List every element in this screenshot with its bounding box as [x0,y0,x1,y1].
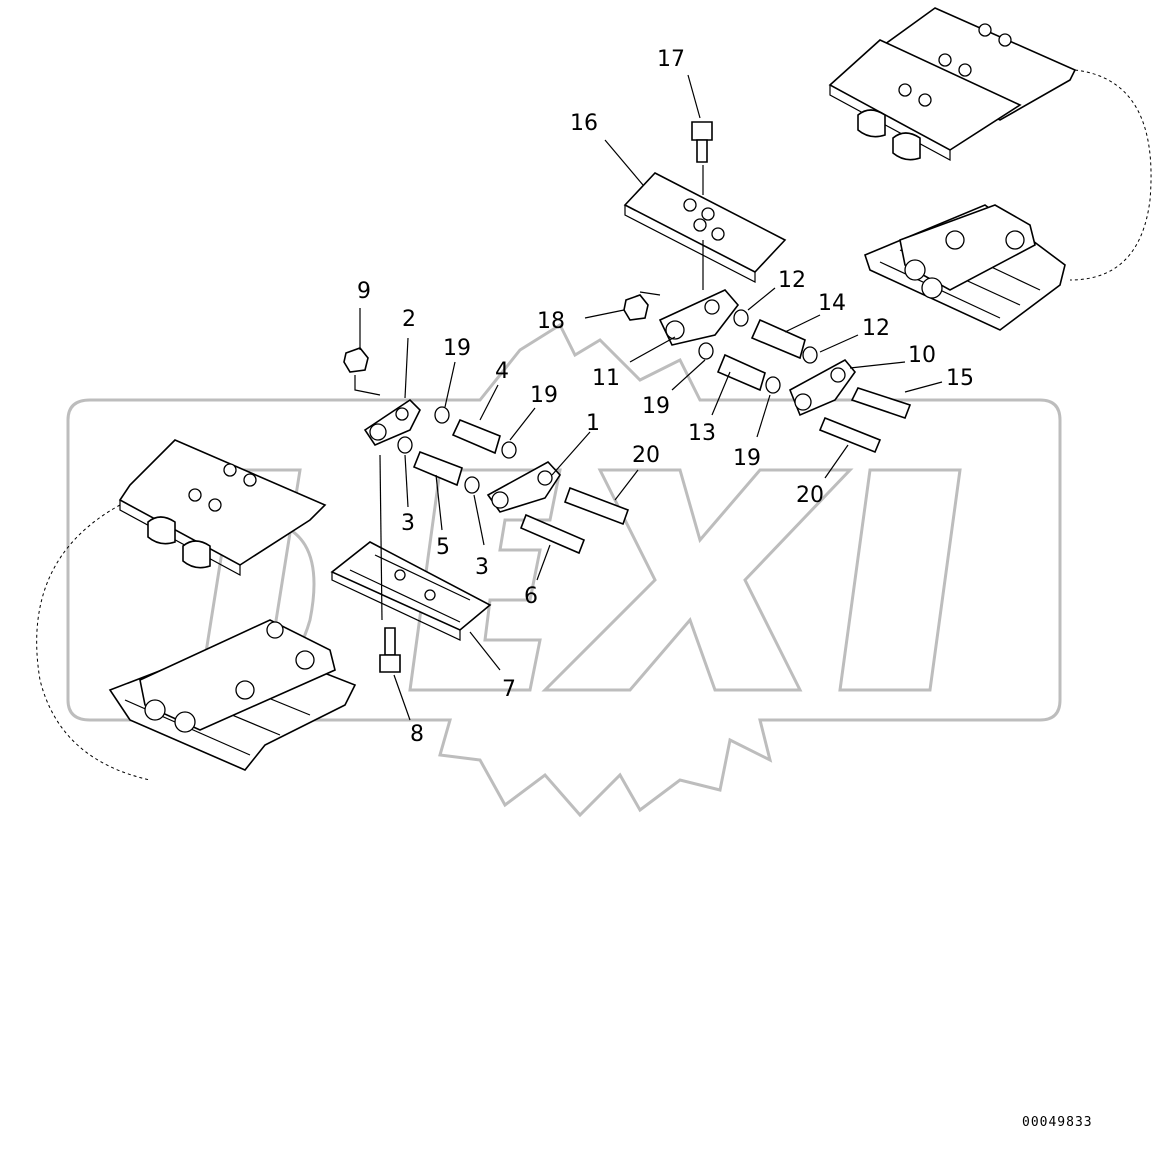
bolt-17 [691,121,713,163]
callout-14: 14 [818,291,846,316]
callout-19-a: 19 [443,336,471,361]
callout-4: 4 [495,359,509,384]
seal-19-left-upper [434,406,450,424]
seal-19-right [765,376,781,394]
bolt-8 [379,627,401,673]
callout-16: 16 [570,111,598,136]
seal-12-lower [802,346,818,364]
callout-7: 7 [502,677,516,702]
callout-2: 2 [402,307,416,332]
link-10 [788,358,857,417]
seal-3-left [397,436,413,454]
seal-3-right [464,476,480,494]
callout-12-upper: 12 [778,268,806,293]
track-assembly-upper-right [828,7,1152,331]
nut-9 [343,347,369,373]
callout-20-left: 20 [632,443,660,468]
link-11 [658,289,740,346]
callout-3-right: 3 [475,555,489,580]
link-1 [486,460,562,513]
callout-3-left: 3 [401,511,415,536]
nut-18 [623,294,649,321]
callout-13: 13 [688,421,716,446]
callout-15: 15 [946,366,974,391]
pin-20-right [818,416,882,454]
pin-15 [850,387,912,420]
callout-6: 6 [524,584,538,609]
bushing-5 [412,450,463,487]
bushing-13 [716,353,766,392]
callout-19-d: 19 [733,446,761,471]
callout-20-right: 20 [796,483,824,508]
pin-6 [519,513,586,555]
seal-19-mid [698,342,714,360]
callout-19-b: 19 [530,383,558,408]
shoe-plate-16 [623,172,787,283]
callout-12-lower: 12 [862,316,890,341]
seal-19-left-lower [501,441,517,459]
callout-1: 1 [586,411,600,436]
callout-8: 8 [410,722,424,747]
callout-17: 17 [657,47,685,72]
callout-19-c: 19 [642,394,670,419]
link-2 [363,398,421,446]
callout-18: 18 [537,309,565,334]
document-number: 00049833 [1022,1115,1093,1130]
pin-20-left [563,486,630,526]
callouts: 17 16 12 14 12 18 9 2 19 4 19 11 10 15 1… [357,47,974,747]
leader-lines [354,74,943,721]
callout-5: 5 [436,535,450,560]
callout-10: 10 [908,343,936,368]
bushing-4 [451,418,501,455]
track-assembly-lower-left [36,439,357,781]
callout-9: 9 [357,279,371,304]
shoe-plate-7 [330,541,492,641]
callout-11: 11 [592,366,620,391]
bushing-14 [750,318,806,360]
seal-12-upper [733,309,749,327]
